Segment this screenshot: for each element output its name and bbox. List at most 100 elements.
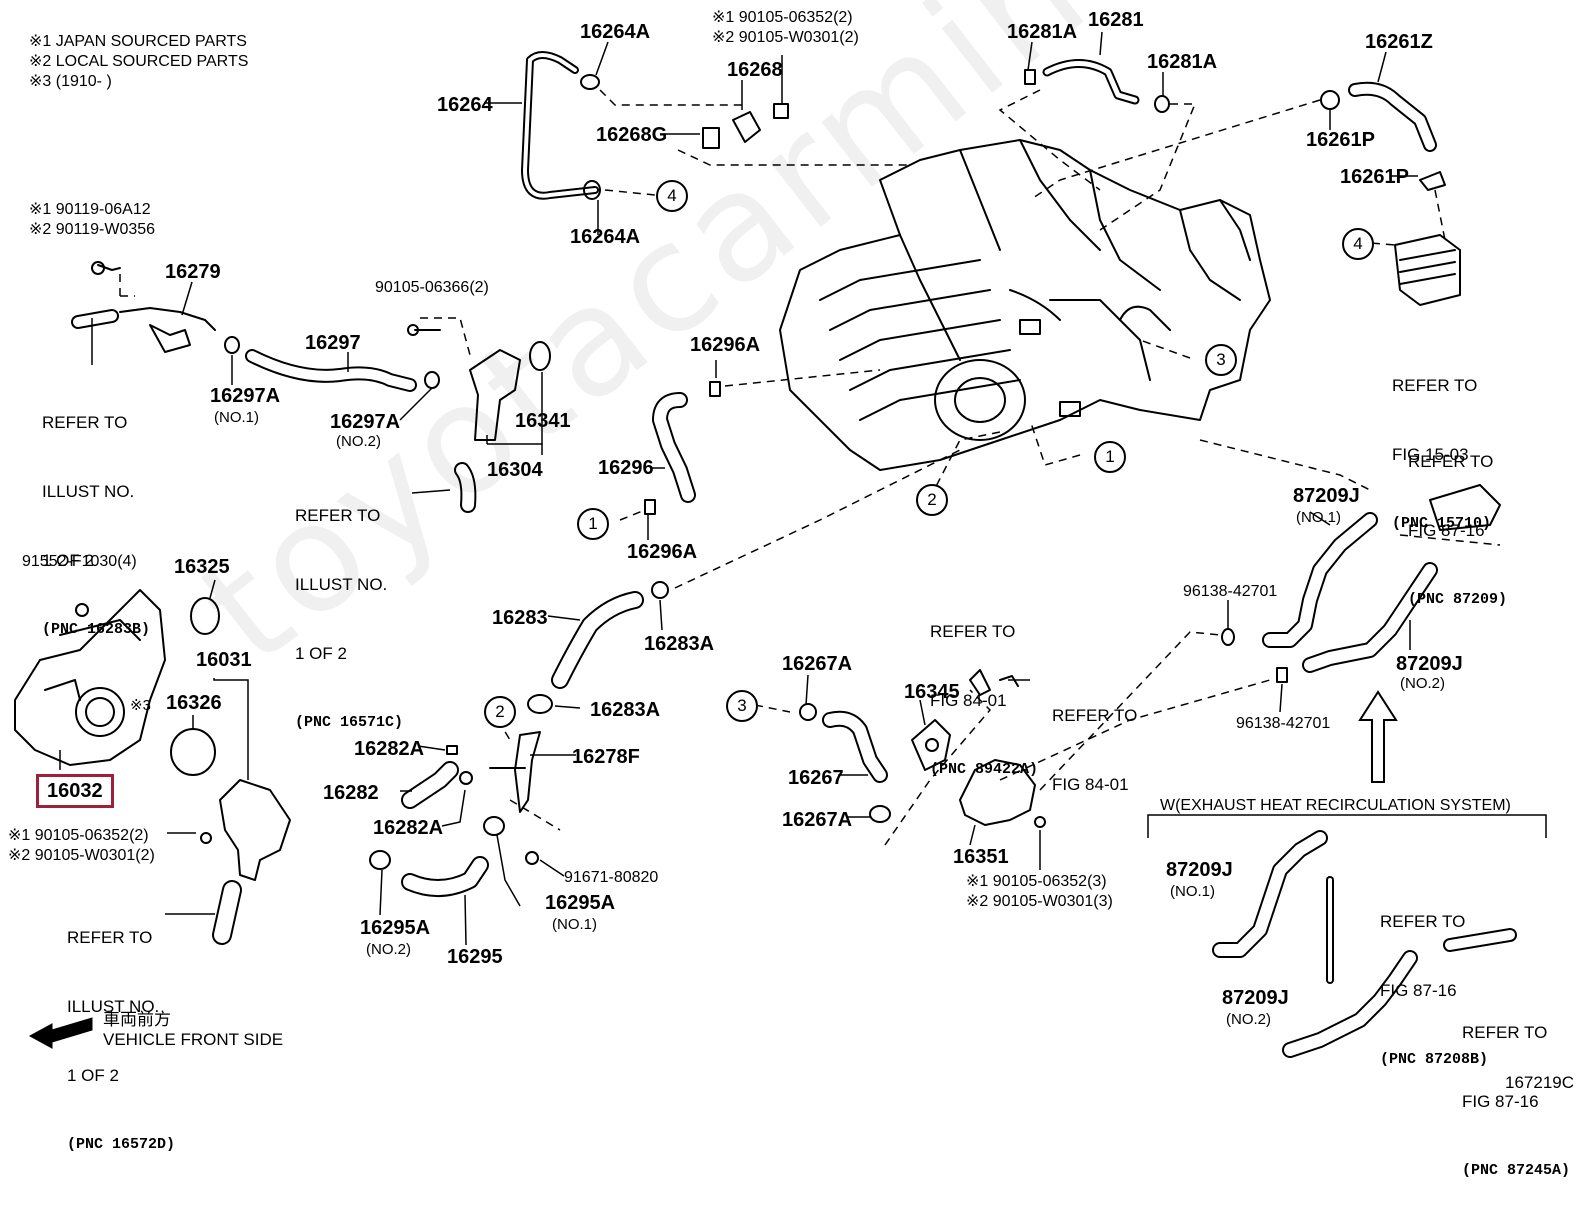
- part-label-16295A-no1[interactable]: 16295A: [545, 892, 616, 914]
- part-label-16345[interactable]: 16345: [904, 681, 960, 703]
- part-label-87209J-sub-no2[interactable]: 87209J: [1222, 987, 1289, 1009]
- part-label-16296[interactable]: 16296: [598, 457, 654, 479]
- hose-16261Z: [1320, 81, 1446, 191]
- part-label-16281A-left[interactable]: 16281A: [1007, 21, 1078, 43]
- connector-marker-2-engine[interactable]: 2: [916, 484, 948, 516]
- part-label-16296A-bottom[interactable]: 16296A: [627, 541, 698, 563]
- part-label-16282A-top[interactable]: 16282A: [354, 738, 425, 760]
- legend-line-1: ※1 JAPAN SOURCED PARTS: [29, 33, 247, 50]
- part-label-16031[interactable]: 16031: [196, 649, 252, 671]
- part-label-16326[interactable]: 16326: [166, 692, 222, 714]
- connector-marker-4-top[interactable]: 4: [656, 180, 688, 212]
- part-label-87209J-no2[interactable]: 87209J: [1396, 653, 1463, 675]
- refer-fig-87-16-a[interactable]: REFER TO FIG 87-16 (PNC 87209): [1408, 404, 1507, 634]
- part-label-16264[interactable]: 16264: [437, 94, 493, 116]
- part-label-16297A-no1[interactable]: 16297A: [210, 385, 281, 407]
- bolt-note-d-1[interactable]: ※1 90105-06352(3): [966, 873, 1107, 890]
- part-label-16267A-top[interactable]: 16267A: [782, 653, 853, 675]
- gasket-16345: [911, 719, 951, 771]
- part-label-16281[interactable]: 16281: [1088, 9, 1144, 31]
- part-label-16283A-top[interactable]: 16283A: [644, 633, 715, 655]
- leader-lines: [59, 31, 1418, 946]
- part-label-16264A-bottom[interactable]: 16264A: [570, 226, 641, 248]
- part-sublabel-16295A-no1: (NO.1): [552, 916, 597, 933]
- part-label-96138-42701-top[interactable]: 96138-42701: [1183, 583, 1278, 600]
- bolt-note-d-2[interactable]: ※2 90105-W0301(3): [966, 893, 1113, 910]
- bolt-note-c-1[interactable]: ※1 90105-06352(2): [8, 827, 149, 844]
- refer-line-2: ILLUST NO.: [295, 575, 388, 594]
- refer-fig-15-03[interactable]: REFER TO FIG 15-03 (PNC 15710): [1392, 328, 1491, 558]
- refer-line-1: REFER TO: [42, 413, 128, 432]
- part-label-16264A-top[interactable]: 16264A: [580, 21, 651, 43]
- connector-marker-1-hose[interactable]: 1: [577, 508, 609, 540]
- part-label-16296A-top[interactable]: 16296A: [690, 334, 761, 356]
- bracket-16278F: [489, 731, 541, 813]
- refer-line-1: REFER TO: [295, 506, 381, 525]
- bolt-note-a-2[interactable]: ※2 90105-W0301(2): [712, 29, 859, 46]
- part-label-16283A-bottom[interactable]: 16283A: [590, 699, 661, 721]
- part-label-96138-42701-bottom[interactable]: 96138-42701: [1236, 715, 1331, 732]
- subsystem-title: W(EXHAUST HEAT RECIRCULATION SYSTEM): [1160, 797, 1511, 814]
- bolt-note-b-1[interactable]: ※1 90119-06A12: [29, 201, 151, 218]
- connector-marker-4-right[interactable]: 4: [1342, 228, 1374, 260]
- part-sublabel-16297A-no2: (NO.2): [336, 433, 381, 450]
- part-label-16261P-top[interactable]: 16261P: [1306, 129, 1375, 151]
- bolt-note-b-2[interactable]: ※2 90119-W0356: [29, 221, 156, 238]
- refer-illust-16283B[interactable]: REFER TO ILLUST NO. 1 OF 2 (PNC 16283B): [42, 365, 150, 664]
- part-label-16261P-bottom[interactable]: 16261P: [1340, 166, 1409, 188]
- dashed-connections: [119, 89, 1501, 846]
- part-label-16032-selected[interactable]: 16032: [36, 774, 114, 808]
- refer-pnc: (PNC 15710): [1392, 515, 1492, 532]
- part-label-16279[interactable]: 16279: [165, 261, 221, 283]
- connector-marker-3-hose[interactable]: 3: [726, 690, 758, 722]
- hose-16572D: [212, 880, 242, 945]
- part-label-90105-06366[interactable]: 90105-06366(2): [375, 279, 489, 296]
- part-label-16267[interactable]: 16267: [788, 767, 844, 789]
- part-label-16267A-bottom[interactable]: 16267A: [782, 809, 853, 831]
- part-label-16295[interactable]: 16295: [447, 946, 503, 968]
- refer-line-1: REFER TO: [930, 622, 1016, 641]
- part-label-16282[interactable]: 16282: [323, 782, 379, 804]
- part-label-16268G[interactable]: 16268G: [596, 124, 668, 146]
- hose-16283: [527, 581, 669, 714]
- part-label-16295A-no2[interactable]: 16295A: [360, 917, 431, 939]
- part-label-87209J-no1[interactable]: 87209J: [1293, 485, 1360, 507]
- part-label-87209J-sub-no1[interactable]: 87209J: [1166, 859, 1233, 881]
- legend-line-3: ※3 (1910- ): [29, 73, 112, 90]
- refer-line-1: REFER TO: [1052, 706, 1138, 725]
- part-label-16351[interactable]: 16351: [953, 846, 1009, 868]
- outlet-16304: [407, 324, 551, 441]
- part-label-16282A-bottom[interactable]: 16282A: [373, 817, 444, 839]
- refer-fig-84-01-b[interactable]: REFER TO FIG 84-01: [1052, 658, 1137, 819]
- part-label-91671-80820[interactable]: 91671-80820: [564, 869, 659, 886]
- refer-illust-16571C[interactable]: REFER TO ILLUST NO. 1 OF 2 (PNC 16571C): [295, 458, 403, 757]
- vehicle-front-label-jp: 車両前方: [103, 1010, 171, 1030]
- connector-marker-2-hose[interactable]: 2: [484, 696, 516, 728]
- refer-line-1: REFER TO: [1392, 376, 1478, 395]
- bolt-note-c-2[interactable]: ※2 90105-W0301(2): [8, 847, 155, 864]
- part-label-16304[interactable]: 16304: [487, 459, 543, 481]
- gasket-16325: [190, 597, 220, 635]
- connector-marker-3-engine[interactable]: 3: [1205, 344, 1237, 376]
- part-label-16281A-right[interactable]: 16281A: [1147, 51, 1218, 73]
- part-label-16278F[interactable]: 16278F: [572, 746, 640, 768]
- legend-line-2: ※2 LOCAL SOURCED PARTS: [29, 53, 249, 70]
- part-label-16297[interactable]: 16297: [305, 332, 361, 354]
- part-label-16268[interactable]: 16268: [727, 59, 783, 81]
- refer-fig-84-01-a[interactable]: REFER TO FIG 84-01 (PNC 89422A): [930, 574, 1038, 804]
- part-label-16261Z[interactable]: 16261Z: [1365, 31, 1433, 53]
- part-sublabel-16295A-no2: (NO.2): [366, 941, 411, 958]
- part-sublabel-87209J-sub-no1: (NO.1): [1170, 883, 1215, 900]
- part-label-91552-F1030[interactable]: 91552-F1030(4): [22, 553, 137, 570]
- refer-line-2: FIG 87-16: [1408, 521, 1485, 540]
- part-label-16325[interactable]: 16325: [174, 556, 230, 578]
- refer-line-2: FIG 84-01: [930, 691, 1007, 710]
- refer-pnc: (PNC 16283B): [42, 621, 151, 638]
- bracket-16268: [702, 103, 789, 149]
- part-label-16297A-no2[interactable]: 16297A: [330, 411, 401, 433]
- bolt-note-a-1[interactable]: ※1 90105-06352(2): [712, 9, 853, 26]
- part-label-16341[interactable]: 16341: [515, 410, 571, 432]
- part-label-16283[interactable]: 16283: [492, 607, 548, 629]
- connector-marker-1-engine[interactable]: 1: [1094, 441, 1126, 473]
- refer-fig-87-16-b[interactable]: REFER TO FIG 87-16 (PNC 87208B): [1380, 864, 1488, 1094]
